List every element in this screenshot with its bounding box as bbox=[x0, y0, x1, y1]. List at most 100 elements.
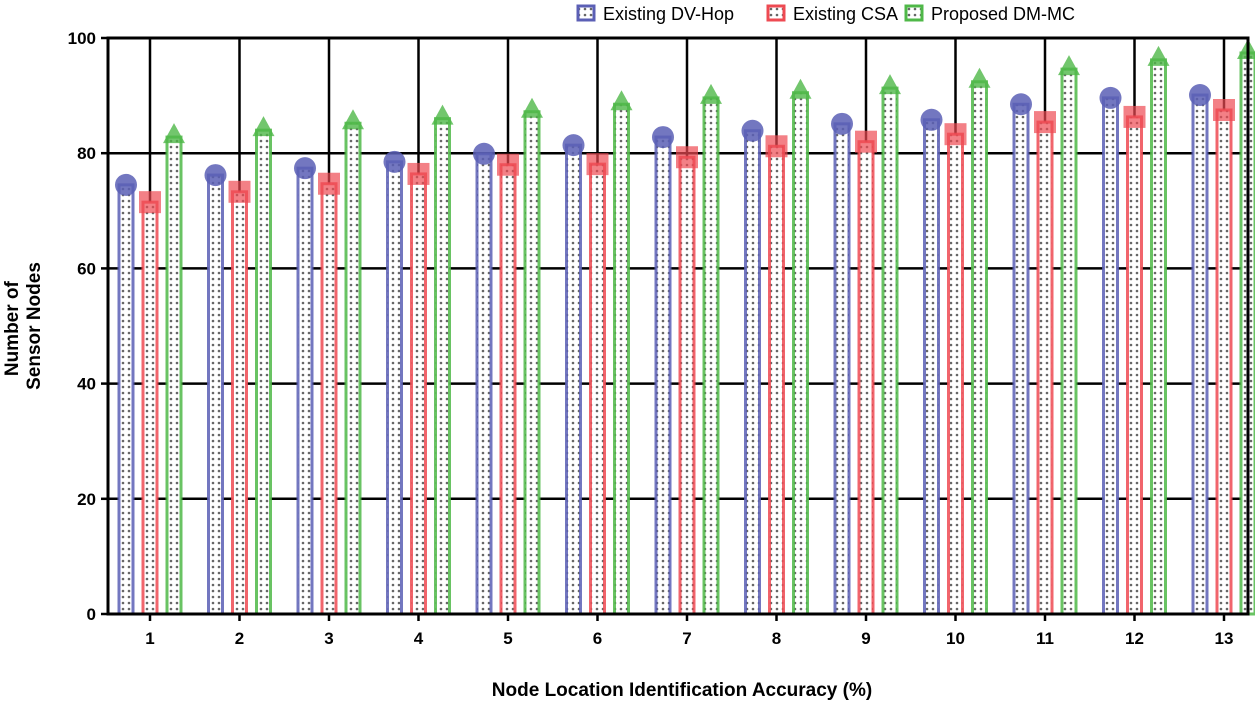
plot-frame bbox=[106, 36, 1250, 616]
x-tick-label: 9 bbox=[861, 629, 870, 648]
y-tick-label: 0 bbox=[87, 605, 96, 624]
legend-swatch bbox=[904, 4, 924, 22]
bar-circle-13 bbox=[1191, 93, 1209, 616]
y-tick-label: 40 bbox=[77, 375, 96, 394]
x-tick-label: 3 bbox=[324, 629, 333, 648]
y-axis-label-line-2: Sensor Nodes bbox=[24, 262, 45, 390]
marker-square bbox=[765, 135, 788, 158]
marker-circle bbox=[831, 112, 853, 135]
x-tick-label: 12 bbox=[1125, 629, 1144, 648]
marker-circle bbox=[652, 126, 674, 149]
x-axis-label: Node Location Identification Accuracy (%… bbox=[492, 680, 872, 701]
marker-circle bbox=[473, 142, 495, 165]
bar-triangle-6 bbox=[613, 102, 630, 616]
bar-triangle-2 bbox=[255, 128, 272, 616]
y-tick-label: 80 bbox=[77, 144, 96, 163]
marker-circle bbox=[562, 134, 585, 157]
x-tick-label: 11 bbox=[1036, 629, 1054, 648]
bar-triangle-7 bbox=[702, 96, 720, 616]
marker-square bbox=[318, 172, 340, 195]
marker-square bbox=[1213, 99, 1235, 121]
bar-circle-12 bbox=[1102, 96, 1119, 616]
bar-circle-2 bbox=[207, 173, 224, 616]
marker-triangle bbox=[1147, 45, 1170, 66]
x-tick-label: 6 bbox=[593, 629, 602, 648]
x-tick-label: 5 bbox=[503, 629, 512, 648]
marker-circle bbox=[1099, 86, 1122, 109]
marker-square bbox=[228, 180, 251, 203]
legend-label: Proposed DM-MC bbox=[931, 4, 1075, 24]
x-tick-label: 13 bbox=[1215, 629, 1234, 648]
bar-circle-3 bbox=[296, 166, 314, 616]
legend-label: Existing DV-Hop bbox=[603, 4, 734, 24]
bar-circle-10 bbox=[923, 118, 940, 616]
legend-label: Existing CSA bbox=[793, 4, 898, 24]
marker-triangle bbox=[879, 74, 901, 95]
marker-square bbox=[855, 130, 877, 153]
bar-circle-9 bbox=[833, 122, 851, 616]
bar-triangle-5 bbox=[523, 110, 541, 616]
bar-square-5 bbox=[499, 163, 517, 616]
legend-swatch bbox=[576, 4, 596, 22]
bar-circle-6 bbox=[565, 143, 582, 616]
bar-circle-8 bbox=[744, 129, 761, 616]
bar-circle-1 bbox=[117, 183, 135, 616]
marker-triangle bbox=[1237, 38, 1255, 59]
y-tick-label: 60 bbox=[77, 259, 96, 278]
bar-circle-4 bbox=[386, 160, 403, 616]
bar-square-10 bbox=[947, 132, 964, 616]
bar-square-11 bbox=[1036, 120, 1054, 616]
bar-triangle-11 bbox=[1060, 67, 1078, 616]
x-tick-label: 2 bbox=[235, 629, 244, 648]
x-tick-label: 7 bbox=[682, 629, 691, 648]
marker-circle bbox=[115, 173, 137, 196]
bar-square-9 bbox=[857, 140, 875, 616]
x-tick-label: 1 bbox=[145, 629, 154, 648]
bar-square-7 bbox=[678, 155, 696, 616]
marker-circle bbox=[1189, 84, 1211, 107]
bar-square-12 bbox=[1126, 115, 1143, 616]
marker-triangle bbox=[610, 90, 633, 111]
marker-circle bbox=[920, 108, 943, 131]
bar-triangle-8 bbox=[792, 91, 809, 616]
bar-triangle-1 bbox=[165, 135, 183, 616]
marker-square bbox=[676, 146, 698, 169]
bar-square-4 bbox=[410, 172, 427, 616]
marker-triangle bbox=[342, 109, 364, 130]
bar-triangle-12 bbox=[1150, 58, 1167, 616]
bar-triangle-3 bbox=[344, 121, 362, 616]
marker-triangle bbox=[968, 67, 991, 88]
marker-circle bbox=[294, 157, 316, 180]
marker-square bbox=[944, 123, 967, 146]
marker-square bbox=[1123, 105, 1146, 128]
marker-triangle bbox=[431, 104, 454, 125]
bar-circle-11 bbox=[1012, 102, 1030, 616]
marker-square bbox=[586, 153, 609, 176]
bar-triangle-10 bbox=[971, 80, 988, 616]
marker-circle bbox=[204, 164, 227, 187]
bar-square-6 bbox=[589, 162, 606, 616]
bar-triangle-4 bbox=[434, 117, 451, 616]
marker-triangle bbox=[252, 116, 275, 137]
y-axis-label: Number of Sensor Nodes bbox=[2, 262, 45, 390]
bar-square-3 bbox=[320, 182, 338, 616]
bar-square-1 bbox=[141, 200, 159, 616]
marker-circle bbox=[1010, 93, 1032, 116]
marker-circle bbox=[741, 119, 764, 142]
y-axis-label-line-1: Number of bbox=[2, 280, 23, 376]
marker-triangle bbox=[163, 123, 185, 144]
marker-square bbox=[1034, 111, 1056, 134]
y-tick-label: 20 bbox=[77, 490, 96, 509]
y-tick-label: 100 bbox=[68, 29, 96, 48]
x-tick-label: 10 bbox=[946, 629, 965, 648]
bar-square-13 bbox=[1215, 108, 1233, 616]
marker-square bbox=[407, 162, 430, 185]
marker-circle bbox=[383, 150, 406, 173]
marker-triangle bbox=[521, 97, 543, 118]
bar-circle-7 bbox=[654, 135, 672, 616]
x-tick-label: 4 bbox=[414, 629, 424, 648]
legend: Existing DV-Hop Existing CSA Proposed DM-M… bbox=[576, 4, 1075, 24]
legend-swatch bbox=[766, 4, 786, 22]
